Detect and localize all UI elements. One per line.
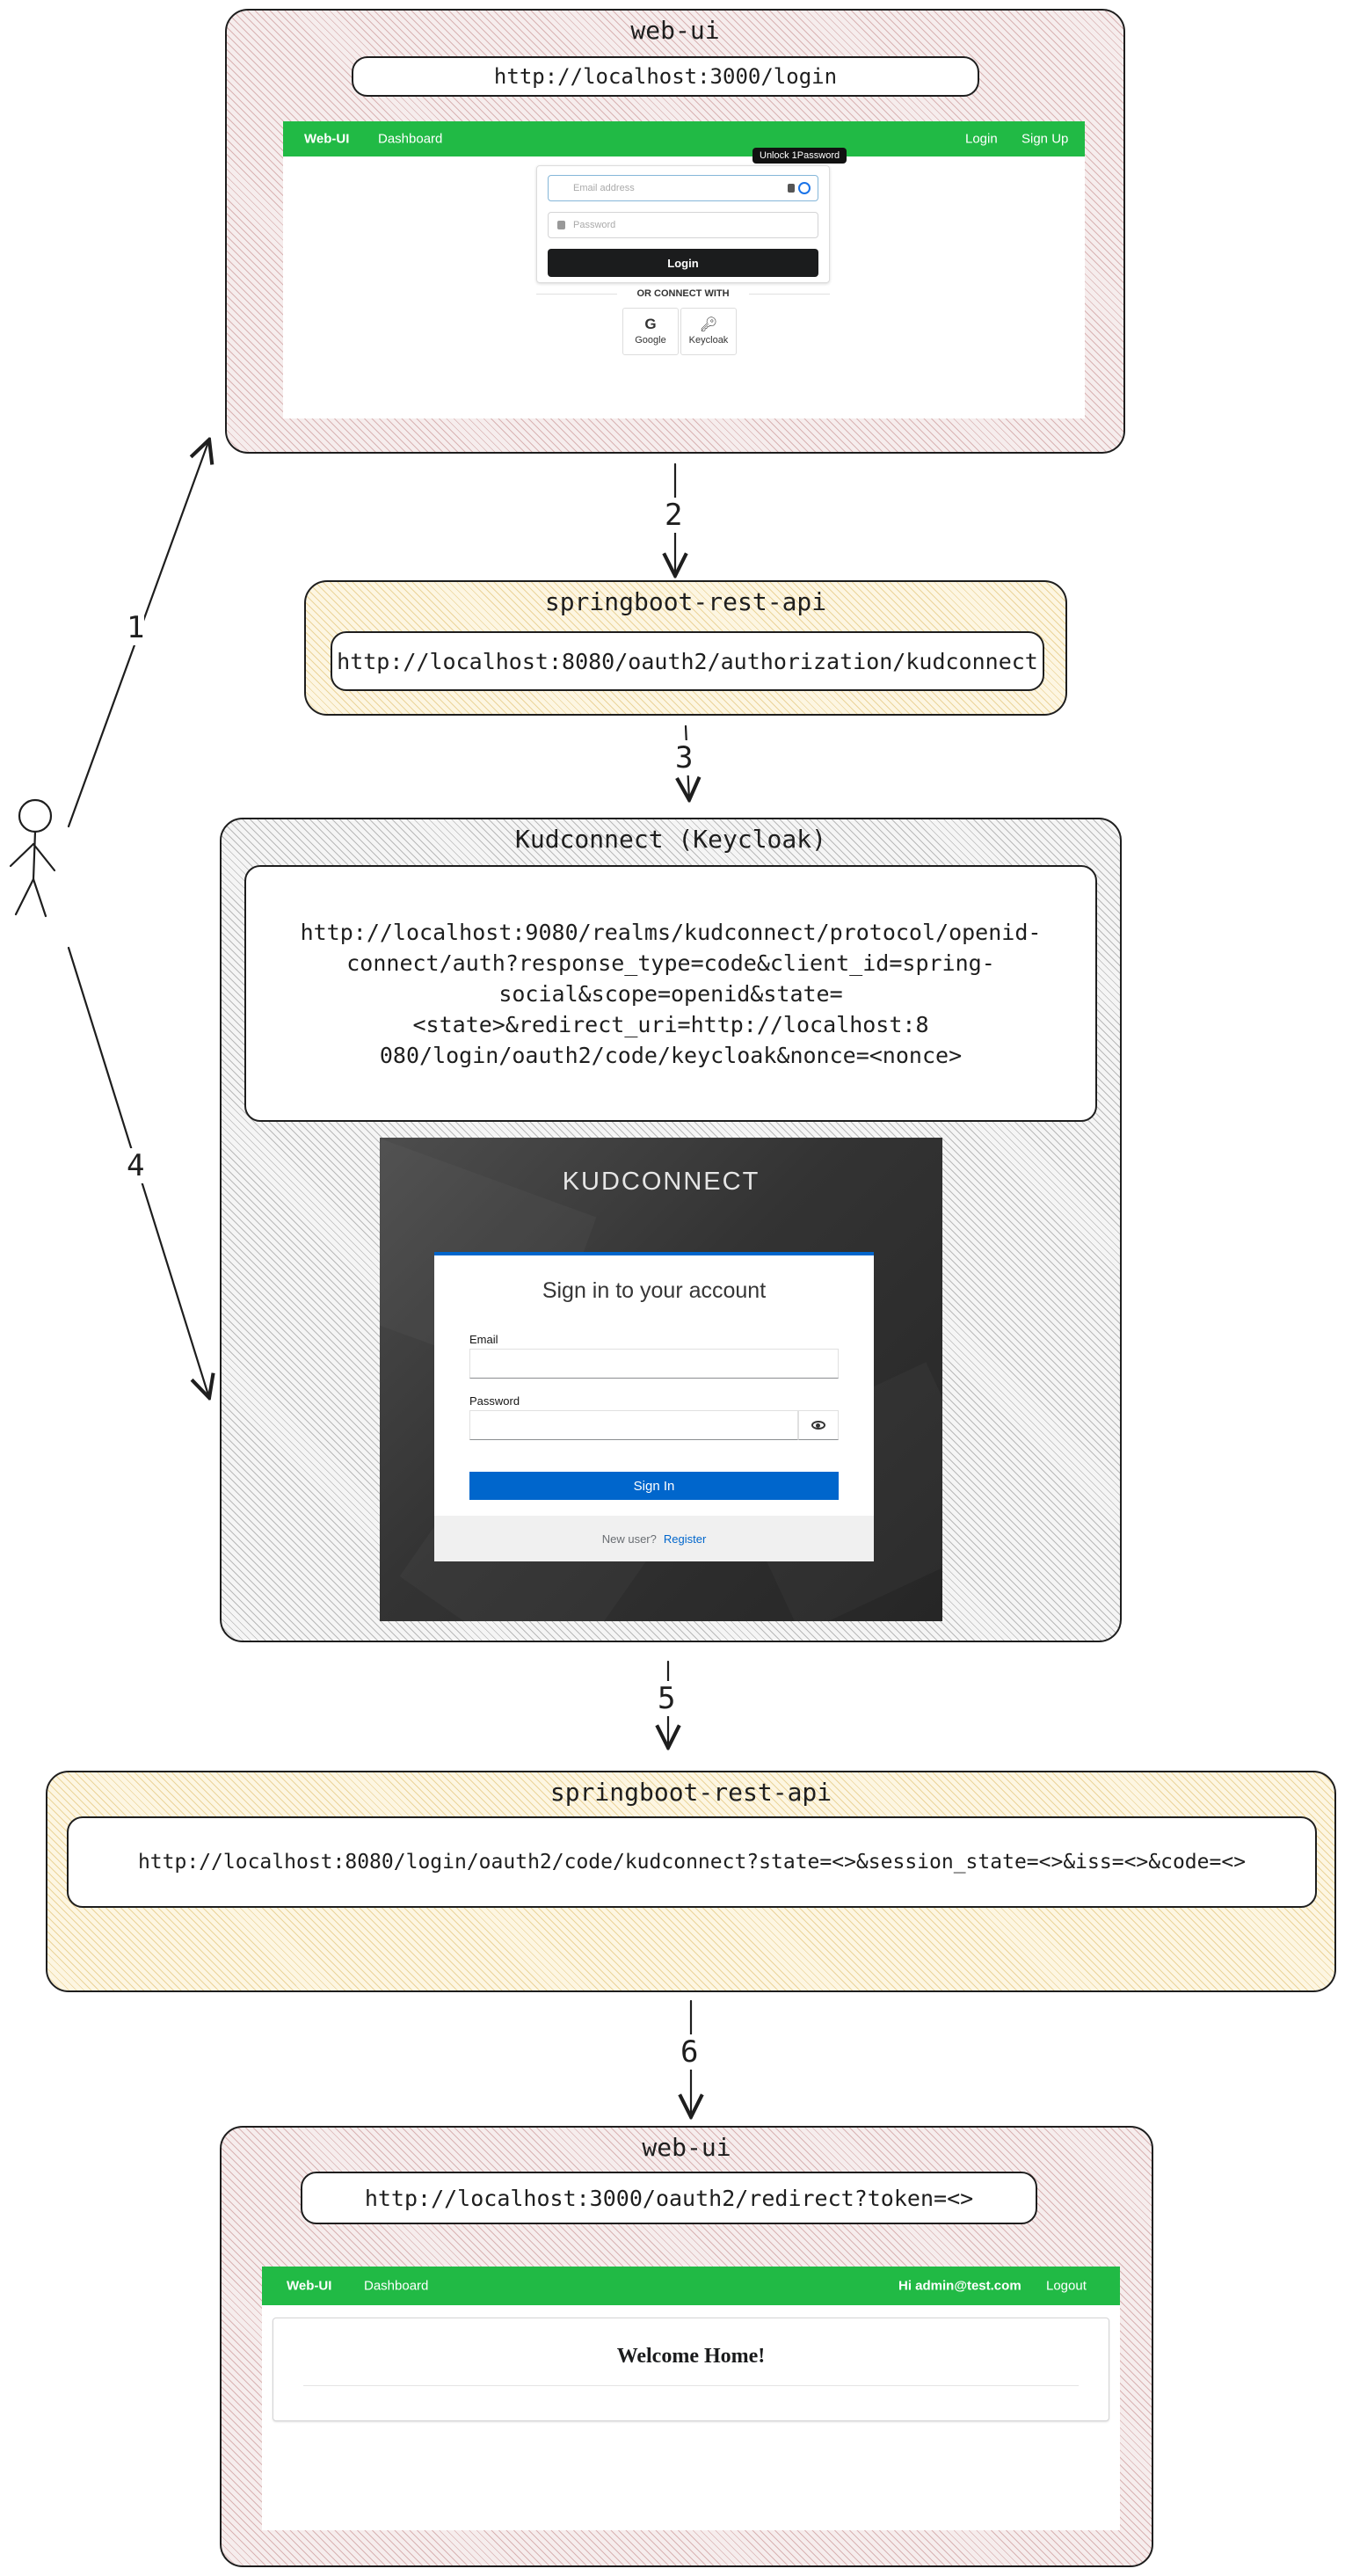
1password-icon[interactable]: [798, 182, 811, 194]
password-input[interactable]: [469, 1410, 798, 1440]
top-navbar: Web-UI Dashboard Login Sign Up: [283, 121, 1085, 156]
login-url-box: http://localhost:3000/login: [352, 56, 979, 97]
home-page-screenshot: Web-UI Dashboard Hi admin@test.com Logou…: [262, 2267, 1120, 2530]
password-placeholder: Password: [573, 220, 616, 230]
password-label: Password: [469, 1394, 520, 1408]
auth-url-line-2: connect/auth?response_type=code&client_i…: [346, 950, 995, 976]
kudconnect-brand: KUDCONNECT: [562, 1168, 760, 1196]
lock-icon: [557, 221, 565, 229]
panel-title: web-ui: [642, 2133, 731, 2162]
step-label-6: 6: [680, 2034, 699, 2070]
register-link[interactable]: Register: [663, 1532, 707, 1546]
email-input[interactable]: [469, 1349, 839, 1379]
keycloak-panel: Kudconnect (Keycloak) http://localhost:9…: [220, 818, 1122, 1642]
panel-title: springboot-rest-api: [544, 587, 827, 616]
keycloak-login-screenshot: KUDCONNECT Sign in to your account Email…: [380, 1138, 942, 1621]
web-ui-home-panel: web-ui http://localhost:3000/oauth2/redi…: [220, 2126, 1153, 2567]
nav-login-link[interactable]: Login: [965, 131, 998, 147]
password-field[interactable]: Password: [548, 212, 818, 238]
new-user-text: New user?: [601, 1532, 657, 1546]
nav-signup-link[interactable]: Sign Up: [1021, 131, 1069, 147]
google-icon: G: [644, 316, 657, 332]
welcome-heading: Welcome Home!: [616, 2345, 766, 2368]
step-label-2: 2: [665, 498, 683, 533]
user-stick-figure-icon: [9, 798, 56, 918]
step-label-5: 5: [658, 1681, 676, 1716]
nav-brand-web-ui[interactable]: Web-UI: [304, 131, 350, 147]
step-label-3: 3: [675, 740, 694, 775]
panel-title: springboot-rest-api: [549, 1778, 832, 1807]
nav-user-greeting[interactable]: Hi admin@test.com: [898, 2278, 1021, 2294]
email-label: Email: [469, 1333, 498, 1346]
email-field[interactable]: Email address: [548, 175, 818, 201]
show-password-button[interactable]: [798, 1410, 839, 1440]
login-form: Email address Password Login: [536, 165, 830, 283]
nav-dashboard-link[interactable]: Dashboard: [378, 131, 443, 147]
keycloak-login-button[interactable]: 🔑︎ Keycloak: [680, 308, 737, 355]
login-page-screenshot: Web-UI Dashboard Login Sign Up Email add…: [283, 121, 1085, 418]
authorize-url-box: http://localhost:8080/oauth2/authorizati…: [331, 631, 1044, 691]
nav-brand-web-ui[interactable]: Web-UI: [287, 2278, 332, 2294]
springboot-callback-panel: springboot-rest-api http://localhost:808…: [46, 1771, 1336, 1992]
eye-icon: [811, 1421, 825, 1430]
springboot-authorize-panel: springboot-rest-api http://localhost:808…: [304, 580, 1067, 716]
redirect-url-box: http://localhost:3000/oauth2/redirect?to…: [301, 2172, 1037, 2224]
google-login-button[interactable]: G Google: [622, 308, 679, 355]
panel-title: web-ui: [630, 16, 720, 45]
step-label-4: 4: [127, 1148, 145, 1183]
key-icon: 🔑︎: [699, 317, 718, 332]
auth-url-line-1: http://localhost:9080/realms/kudconnect/…: [300, 919, 1042, 945]
login-button[interactable]: Login: [548, 249, 818, 277]
sign-in-card: Sign in to your account Email Password S…: [434, 1252, 874, 1561]
lock-fill-icon: [788, 184, 795, 193]
auth-url-line-4: 080/login/oauth2/code/keycloak&nonce=<no…: [379, 1042, 963, 1068]
panel-title: Kudconnect (Keycloak): [514, 825, 826, 854]
auth-url-line-3: social&scope=openid&state=<state>&redire…: [412, 980, 929, 1037]
sign-in-heading: Sign in to your account: [542, 1278, 767, 1303]
web-ui-login-panel: web-ui http://localhost:3000/login Web-U…: [225, 9, 1125, 454]
keycloak-auth-url-box: http://localhost:9080/realms/kudconnect/…: [244, 865, 1097, 1122]
keycloak-label: Keycloak: [688, 335, 729, 346]
nav-dashboard-link[interactable]: Dashboard: [364, 2278, 429, 2294]
or-connect-with-label: OR CONNECT WITH: [617, 288, 749, 299]
sign-in-button[interactable]: Sign In: [469, 1472, 839, 1500]
top-navbar: Web-UI Dashboard Hi admin@test.com Logou…: [262, 2267, 1120, 2305]
divider-line: [303, 2385, 1079, 2386]
step-label-1: 1: [127, 610, 145, 645]
callback-url-box: http://localhost:8080/login/oauth2/code/…: [67, 1816, 1317, 1908]
register-footer: New user? Register: [434, 1516, 874, 1561]
google-label: Google: [635, 335, 666, 346]
unlock-1password-tooltip: Unlock 1Password: [752, 148, 847, 164]
nav-logout-link[interactable]: Logout: [1046, 2278, 1087, 2294]
welcome-card: Welcome Home!: [273, 2318, 1109, 2421]
email-placeholder: Email address: [573, 183, 635, 193]
